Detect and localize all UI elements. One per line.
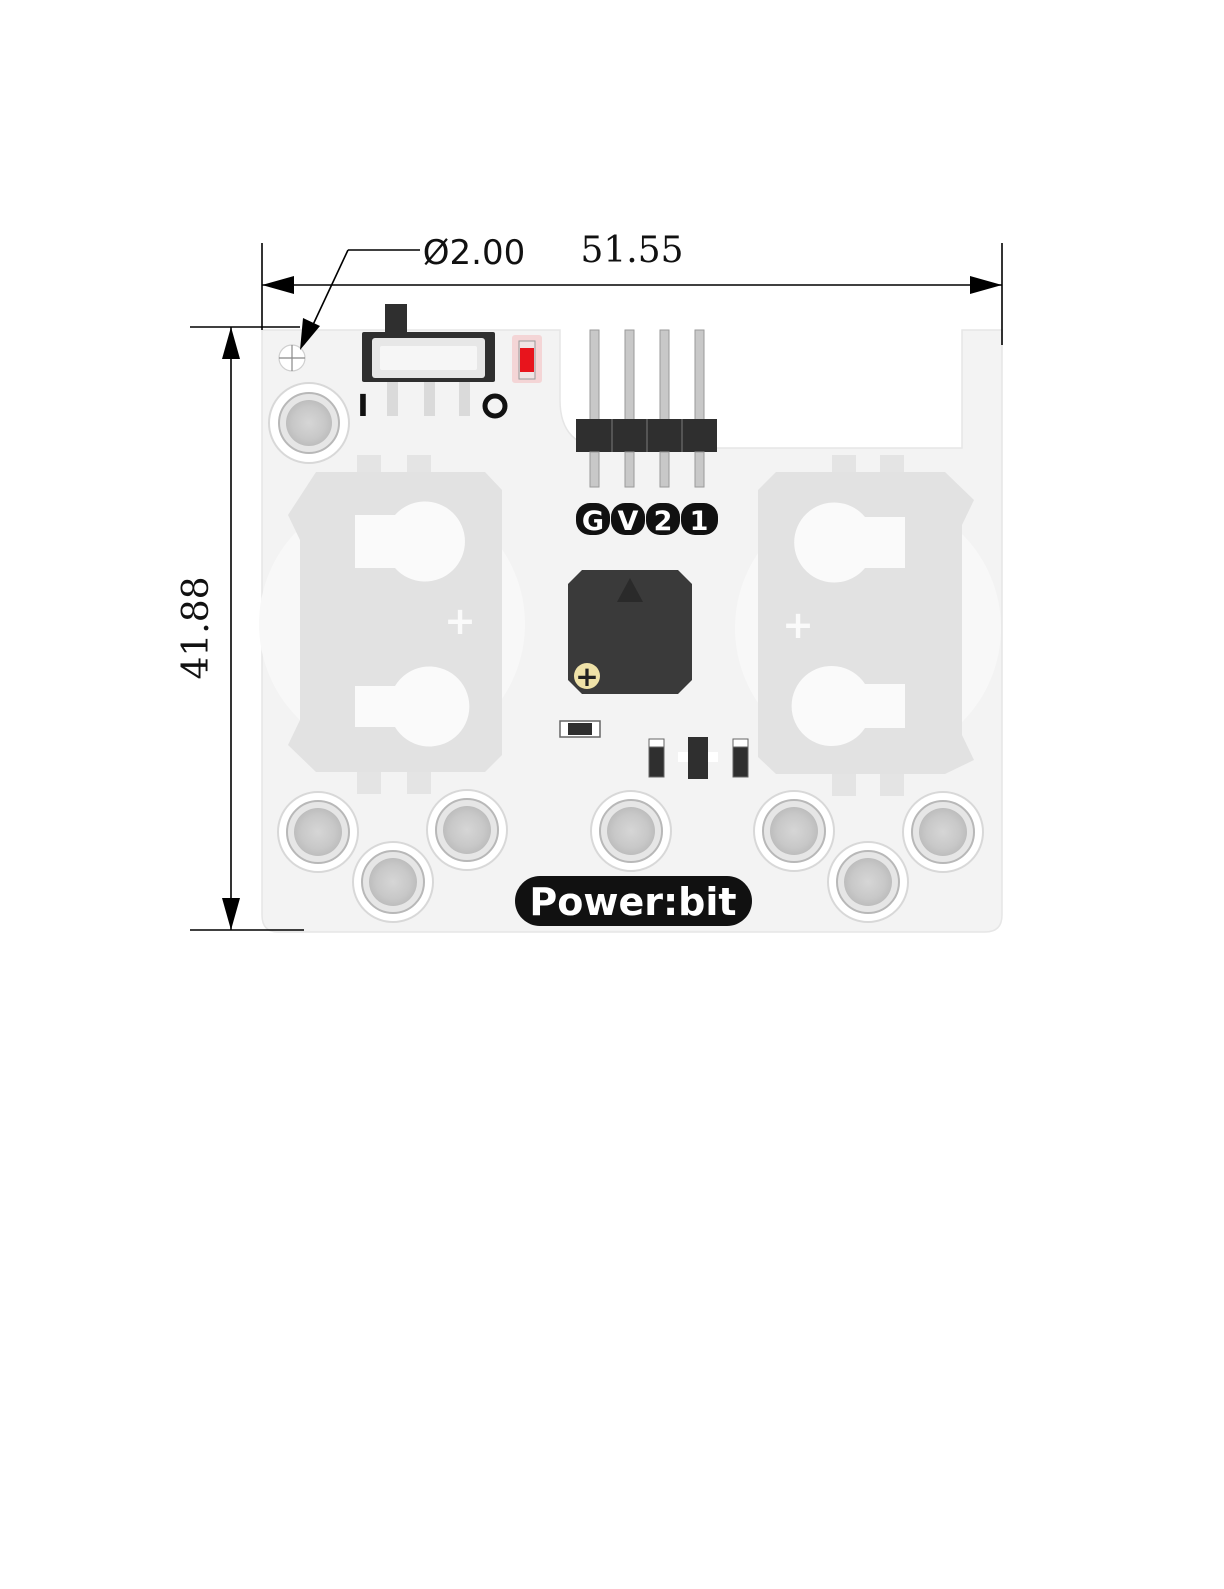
pin-label-1: 1 xyxy=(690,506,709,537)
buzzer-plus: + xyxy=(575,660,598,693)
pad xyxy=(353,842,433,922)
mounting-hole xyxy=(279,345,305,371)
transistor-smd xyxy=(649,737,748,779)
power-led xyxy=(512,335,542,383)
battery-left-plus: + xyxy=(444,599,476,643)
pad xyxy=(591,791,671,871)
pad xyxy=(903,792,983,872)
switch-on-mark: I xyxy=(357,389,368,424)
header-pins-top xyxy=(590,330,704,420)
pin-label-2: 2 xyxy=(654,506,673,537)
pad xyxy=(754,791,834,871)
battery-right-plus: + xyxy=(782,603,814,647)
pin-label-v: V xyxy=(618,506,639,537)
pad xyxy=(828,842,908,922)
pad-top-left xyxy=(269,383,349,463)
brand-label: Power:bit xyxy=(529,880,736,924)
buzzer: + xyxy=(568,570,692,694)
resistor-smd xyxy=(560,721,600,737)
battery-holder-left: + xyxy=(259,455,525,794)
battery-holder-right: + xyxy=(735,455,1001,796)
hole-diameter-label: Ø2.00 xyxy=(423,233,525,273)
pad xyxy=(427,790,507,870)
height-dimension-label: 41.88 xyxy=(176,576,217,679)
pad xyxy=(278,792,358,872)
brand-badge: Power:bit xyxy=(515,876,752,926)
pin-label-g: G xyxy=(582,506,604,537)
width-dimension-label: 51.55 xyxy=(580,230,683,271)
